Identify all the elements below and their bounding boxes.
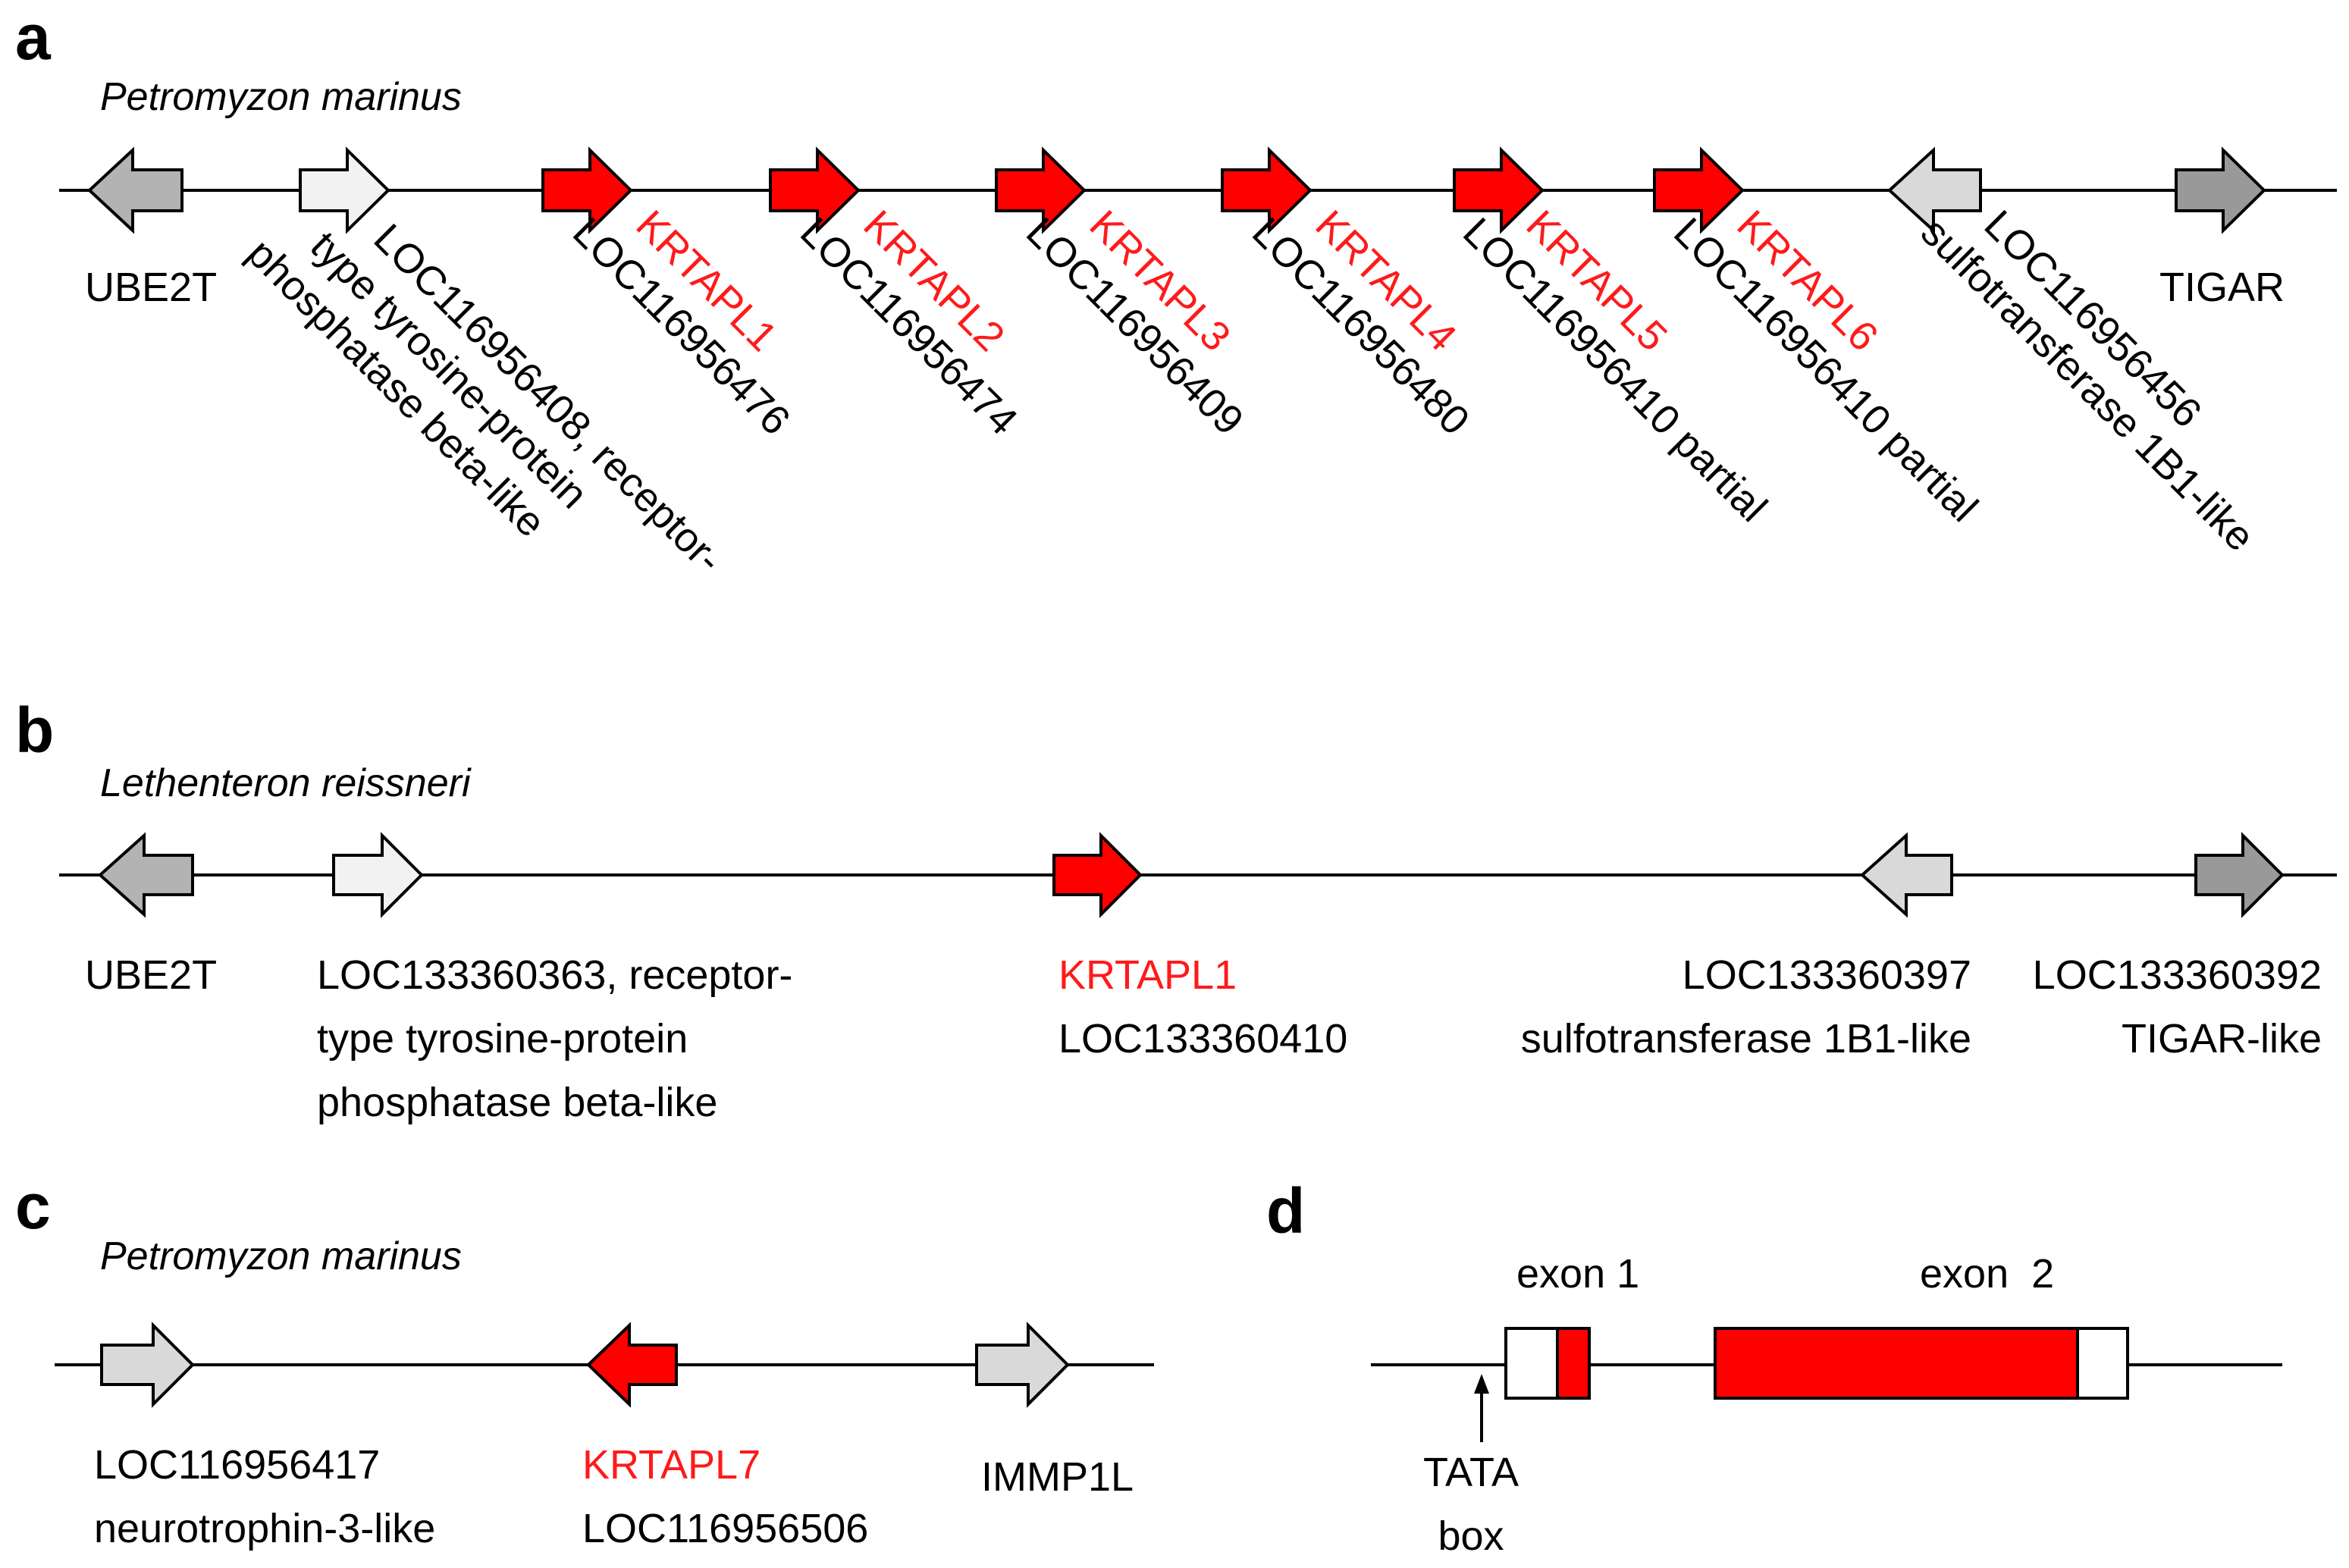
label-line: type tyrosine-protein bbox=[317, 1016, 688, 1062]
gene-arrow-a-ube2t bbox=[87, 146, 183, 234]
exon-1-utr bbox=[1504, 1327, 1559, 1400]
tata-box-arrow bbox=[1474, 1374, 1489, 1442]
gene-name: KRTAPL1 bbox=[1058, 952, 1237, 998]
label-b-ube2t: UBE2T bbox=[85, 952, 217, 998]
exon-1-coding bbox=[1556, 1327, 1591, 1400]
locus-id: LOC133360410 bbox=[1058, 1016, 1347, 1062]
label-line: LOC116956417 bbox=[94, 1442, 380, 1488]
gene-arrow-a-loc116956408 bbox=[299, 146, 390, 234]
label-b-krtapl1: KRTAPL1 LOC133360410 bbox=[1058, 952, 1347, 1062]
gene-arrow-a-krtapl1 bbox=[541, 146, 633, 234]
gene-arrow-a-tigar bbox=[2175, 146, 2266, 234]
gene-arrow-b-loc133360363 bbox=[332, 832, 424, 918]
label-c-immp1l: IMMP1L bbox=[981, 1454, 1134, 1500]
panel-a: a Petromyzon marinus UBE2T LOC116956408,… bbox=[15, 2, 2337, 582]
label-line: TIGAR-like bbox=[2122, 1016, 2322, 1062]
panel-c: c Petromyzon marinus LOC116956417 neurot… bbox=[15, 1171, 1154, 1551]
label-line: sulfotransferase 1B1-like bbox=[1521, 1016, 1971, 1062]
label-line: LOC133360392 bbox=[2033, 952, 2322, 998]
gene-arrow-b-loc133360397 bbox=[1860, 832, 1953, 918]
gene-arrow-a-krtapl6 bbox=[1653, 146, 1745, 234]
label-a-ube2t: UBE2T bbox=[85, 265, 217, 310]
label-line: LOC133360397 bbox=[1683, 952, 1971, 998]
label-line: LOC133360363, receptor- bbox=[317, 952, 792, 998]
label-line: phosphatase beta-like bbox=[317, 1080, 717, 1125]
label-tata: TATA bbox=[1423, 1450, 1519, 1495]
panel-letter-a: a bbox=[15, 2, 52, 73]
label-line: neurotrophin-3-like bbox=[94, 1506, 435, 1551]
panel-letter-b: b bbox=[15, 695, 54, 766]
label-box: box bbox=[1438, 1513, 1504, 1559]
gene-arrow-a-krtapl3 bbox=[995, 146, 1087, 234]
label-b-loc133360392: LOC133360392 TIGAR-like bbox=[2033, 952, 2322, 1062]
gene-arrow-c-krtapl7 bbox=[586, 1322, 678, 1408]
gene-arrow-c-immp1l bbox=[975, 1322, 1070, 1408]
label-exon-1: exon 1 bbox=[1516, 1251, 1639, 1297]
locus-id: LOC116956506 bbox=[582, 1506, 868, 1551]
species-b: Lethenteron reissneri bbox=[100, 761, 472, 805]
label-a-tigar: TIGAR bbox=[2159, 265, 2285, 310]
tata-arrow-head bbox=[1474, 1374, 1489, 1394]
species-c: Petromyzon marinus bbox=[100, 1234, 462, 1278]
label-exon-2: exon 2 bbox=[1920, 1251, 2054, 1297]
gene-arrow-b-ube2t bbox=[98, 832, 194, 918]
gene-arrow-a-krtapl4 bbox=[1221, 146, 1312, 234]
panel-d: d exon 1 exon 2 TATA box bbox=[1266, 1175, 2282, 1559]
gene-arrow-b-loc133360392 bbox=[2194, 832, 2285, 918]
label-b-loc133360363: LOC133360363, receptor- type tyrosine-pr… bbox=[317, 952, 792, 1125]
gene-arrow-c-loc116956417 bbox=[100, 1322, 195, 1408]
gene-arrow-a-loc116956456 bbox=[1887, 146, 1982, 234]
label-b-loc133360397: LOC133360397 sulfotransferase 1B1-like bbox=[1521, 952, 1971, 1062]
panel-letter-d: d bbox=[1266, 1175, 1305, 1247]
exon-2-coding bbox=[1714, 1327, 2079, 1400]
panel-letter-c: c bbox=[15, 1171, 51, 1242]
panel-b: b Lethenteron reissneri UBE2T LOC1333603… bbox=[15, 695, 2337, 1125]
label-c-krtapl7: KRTAPL7 LOC116956506 bbox=[582, 1442, 868, 1551]
gene-arrow-a-krtapl2 bbox=[769, 146, 861, 234]
gene-arrow-a-krtapl5 bbox=[1453, 146, 1545, 234]
label-c-loc116956417: LOC116956417 neurotrophin-3-like bbox=[94, 1442, 435, 1551]
gene-arrow-b-krtapl1 bbox=[1052, 832, 1143, 918]
species-a: Petromyzon marinus bbox=[100, 75, 462, 119]
exon-2-utr bbox=[2076, 1327, 2129, 1400]
gene-name: KRTAPL7 bbox=[582, 1442, 761, 1488]
